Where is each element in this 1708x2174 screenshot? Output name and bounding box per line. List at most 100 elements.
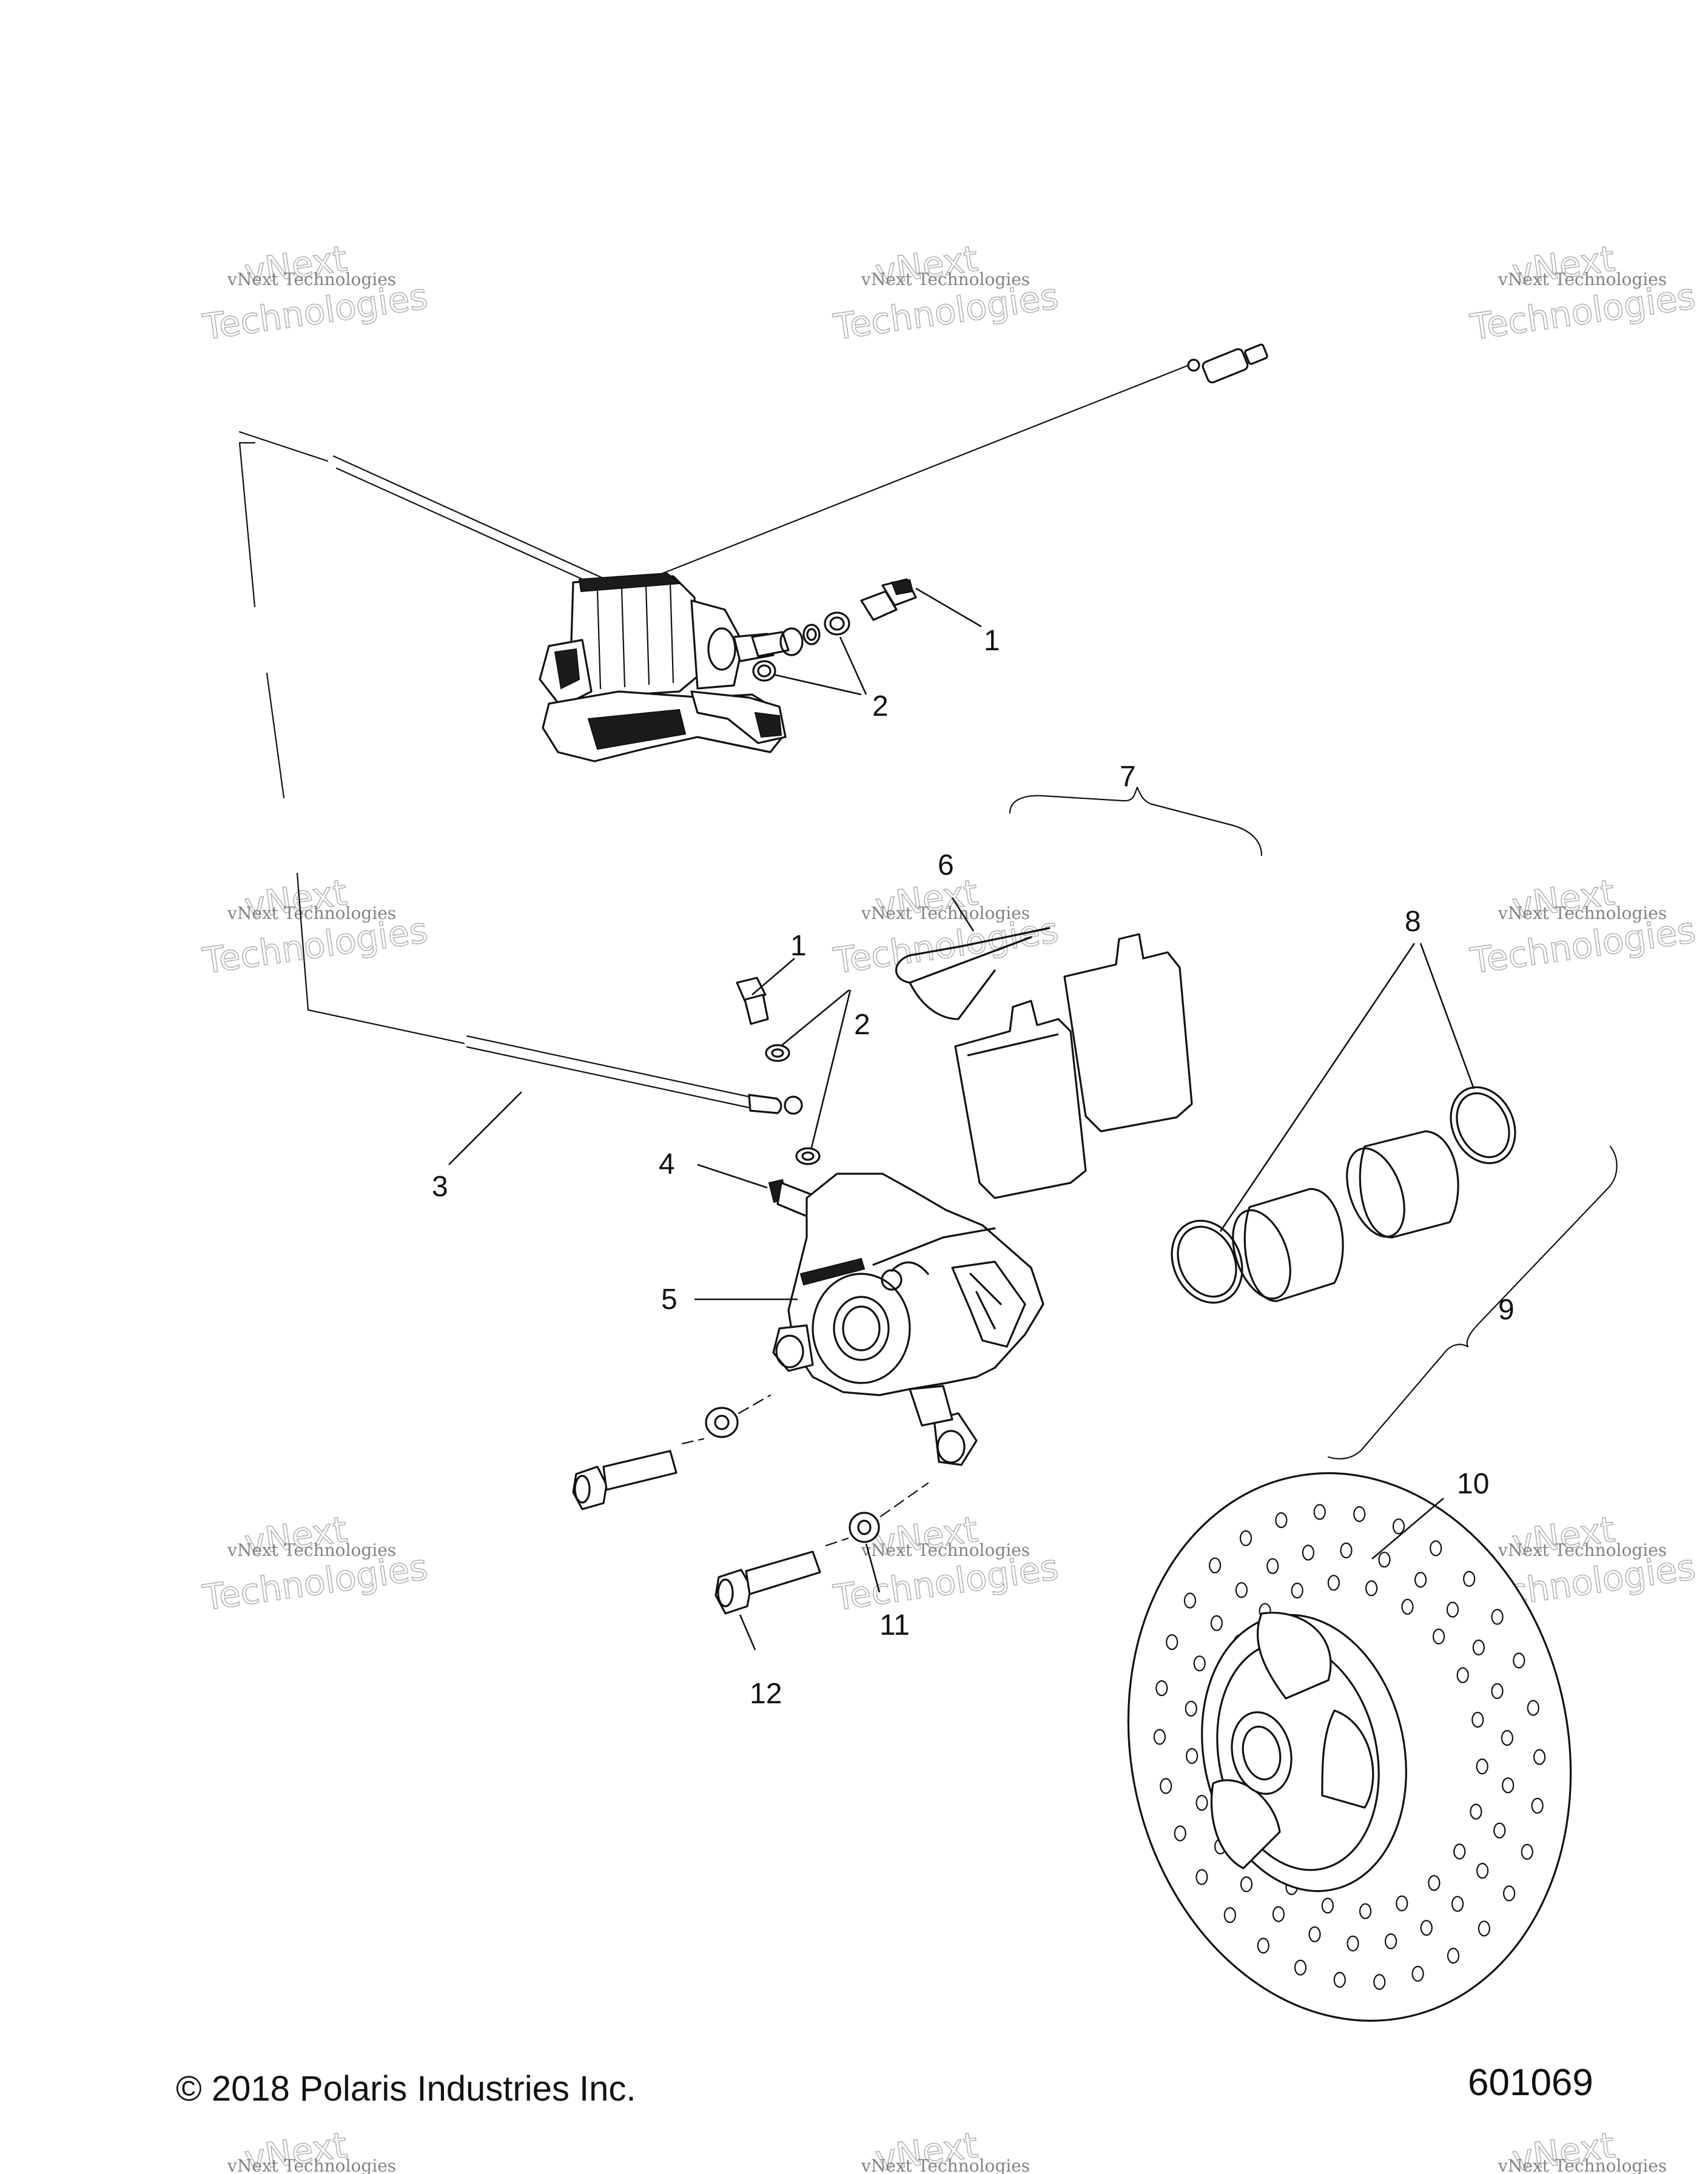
drawing-number: 601069 [1468, 2062, 1593, 2104]
callout-12: 12 [750, 1678, 782, 1710]
brake-pad-front [954, 1000, 1087, 1199]
disc-vent-hole [1313, 1504, 1326, 1520]
disc-vent-hole [1195, 1869, 1208, 1885]
caliper-mount-ear-upper [772, 1324, 814, 1372]
callout-1-upper: 1 [984, 625, 1000, 657]
watermark-text: vNext Technologies [227, 903, 396, 923]
leader-8-a [1219, 943, 1416, 1232]
switch-wire [639, 364, 1190, 584]
brake-line-bracket-top [238, 442, 256, 608]
upper-washer-a [802, 624, 821, 645]
leader-2-lower-a [781, 989, 850, 1047]
disc-vent-hole [1491, 1683, 1504, 1699]
lower-washer-b [795, 1147, 821, 1165]
disc-vent-hole [1166, 1634, 1178, 1651]
disc-vent-hole [1347, 1935, 1359, 1952]
disc-vent-hole [1476, 1863, 1489, 1879]
disc-vent-hole [1471, 1712, 1484, 1728]
disc-vent-hole [1302, 1544, 1314, 1561]
disc-vent-hole [1392, 1518, 1405, 1535]
leader-8-b [1419, 943, 1475, 1089]
disc-vent-hole [1531, 1797, 1544, 1814]
caliper-mount-ear-lower [933, 1412, 978, 1466]
piston-seal-right [1450, 1086, 1516, 1165]
disc-vent-hole [1472, 1639, 1485, 1656]
disc-vent-hole [1527, 1700, 1539, 1716]
lower-washer-a [765, 1044, 790, 1062]
watermark-text: vNext Technologies [1498, 903, 1667, 923]
disc-vent-hole [1501, 1730, 1513, 1746]
brake-disc-vent-holes [1153, 1504, 1546, 1990]
disc-vent-hole [1476, 1758, 1488, 1775]
leader-2-upper-a [839, 636, 867, 695]
disc-vent-hole [1239, 1530, 1252, 1546]
leader-6 [951, 897, 975, 932]
disc-vent-hole [1453, 1843, 1466, 1860]
callout-7: 7 [1120, 761, 1136, 793]
brake-switch-wire [639, 343, 1268, 584]
callout-5: 5 [661, 1284, 677, 1316]
disc-vent-hole [1433, 1628, 1445, 1644]
callout-9: 9 [1498, 1294, 1515, 1326]
callout-1-lower: 1 [790, 930, 807, 962]
watermark-text: vNext Technologies [1498, 269, 1667, 289]
disc-vent-hole [1160, 1778, 1172, 1794]
disc-vent-hole [1456, 1667, 1469, 1683]
disc-vent-hole [1153, 1729, 1166, 1745]
disc-vent-hole [1272, 1906, 1285, 1922]
upper-washer-b [752, 660, 776, 682]
disc-vent-hole [1513, 1652, 1525, 1669]
bracket-9 [1327, 1145, 1618, 1459]
piston-seal-left [1171, 1219, 1243, 1304]
master-cylinder-assembly [539, 572, 787, 762]
brake-caliper [772, 1173, 1044, 1466]
disc-vent-hole [1365, 1580, 1378, 1597]
disc-vent-hole [1333, 1971, 1346, 1988]
disc-vent-hole [1155, 1680, 1168, 1697]
disc-vent-hole [1195, 1795, 1208, 1811]
disc-vent-hole [1359, 1903, 1372, 1919]
disc-vent-hole [1503, 1885, 1516, 1902]
leader-lines [448, 587, 1475, 1651]
slide-bolt-lower [714, 1482, 929, 1615]
disc-vent-hole [1533, 1749, 1546, 1765]
disc-vent-hole [1430, 1540, 1442, 1556]
disc-vent-hole [1240, 1876, 1253, 1893]
leader-10 [1371, 1498, 1444, 1560]
disc-vent-hole [1385, 1933, 1397, 1950]
slide-bolt-upper-shank [602, 1450, 677, 1491]
bleeder-screw [768, 1179, 814, 1217]
disc-vent-hole [1491, 1609, 1504, 1625]
disc-vent-hole [1446, 1601, 1459, 1618]
disc-vent-hole [1493, 1822, 1506, 1839]
disc-vent-hole [1327, 1575, 1340, 1591]
disc-vent-hole [1210, 1615, 1223, 1631]
callout-2-upper: 2 [872, 690, 889, 722]
watermark-text: vNext Technologies [227, 2156, 396, 2174]
caliper-piston-bore [812, 1273, 911, 1384]
callout-10: 10 [1457, 1468, 1489, 1500]
slide-bolt-lower-shank [745, 1550, 821, 1595]
disc-vent-hole [1378, 1552, 1391, 1568]
disc-vent-hole [1174, 1825, 1186, 1842]
pad-retainer-clip [895, 927, 1051, 1020]
leader-1-upper [915, 587, 982, 628]
disc-vent-hole [1183, 1592, 1197, 1609]
disc-vent-hole [1463, 1570, 1476, 1587]
caliper-spring [799, 1257, 866, 1286]
callout-4: 4 [659, 1148, 675, 1180]
brake-hose-end-fitting [748, 1094, 782, 1114]
upper-banjo-fitting [751, 631, 790, 658]
callout-labels: 1 2 1 2 3 4 5 6 7 8 9 10 11 12 [432, 625, 1515, 1710]
watermark-text: vNext Technologies [1498, 1540, 1667, 1560]
brake-pad-rear [1063, 933, 1193, 1132]
caliper-piston-right [1359, 1130, 1459, 1239]
caliper-body [787, 1173, 1044, 1396]
brake-line-bracket-bottom [296, 872, 465, 1045]
callout-2-lower: 2 [854, 1009, 870, 1041]
brake-disc [1127, 1472, 1572, 2022]
brake-hose-upper [332, 455, 611, 582]
disc-vent-hole [1185, 1700, 1197, 1717]
disc-vent-hole [1321, 1897, 1334, 1914]
